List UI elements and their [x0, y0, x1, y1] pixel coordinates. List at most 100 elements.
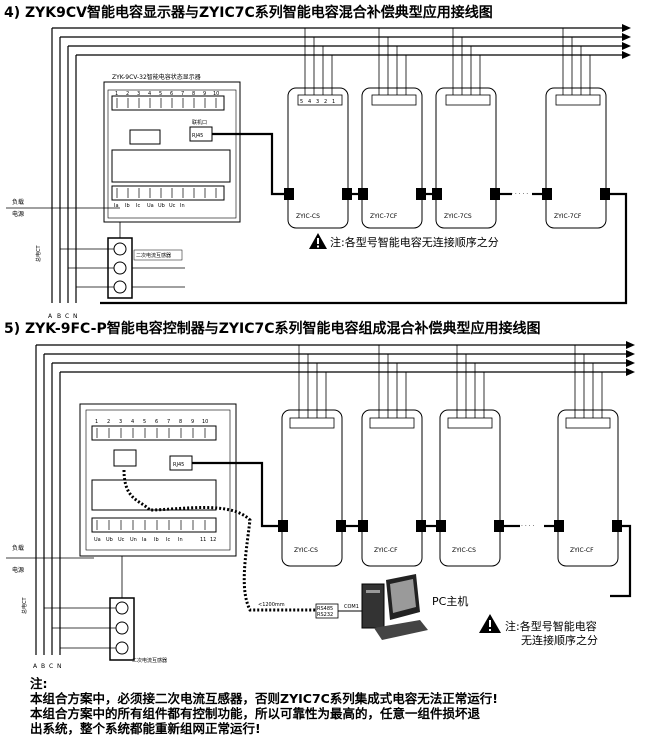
d2-term-top-9: 9 [191, 419, 194, 425]
d2-term-top-7: 7 [167, 419, 170, 425]
d1-dots: · · · · · [511, 191, 528, 198]
diagram2-title: 5) ZYK-9FC-P智能电容控制器与ZYIC7C系列智能电容组成混合补偿典型… [4, 320, 541, 337]
d1-cap2-label: ZYIC-7CF [370, 213, 398, 220]
d2-term-top-4: 4 [131, 419, 134, 425]
d2-term-bot-3: Uc [118, 537, 125, 543]
d1-phase-a: A [48, 313, 53, 320]
d2-term-bot-12: 12 [210, 537, 216, 543]
d2-cap1-label: ZYIC-CS [294, 547, 318, 554]
d2-cap-ports [278, 520, 622, 532]
d1-ct-box [60, 222, 185, 299]
d2-cap-drops [298, 345, 603, 418]
d1-term-top-7: 7 [181, 91, 184, 97]
d1-cap1-num5: 1 [332, 99, 335, 105]
d2-cap-links [192, 461, 632, 598]
d1-cap3-label: ZYIC-7CS [444, 213, 472, 220]
d2-cap2-label: ZYIC-CF [374, 547, 398, 554]
d1-phase-b: B [57, 313, 61, 320]
d2-phase-b: B [41, 663, 45, 670]
d1-term-top-1: 1 [115, 91, 118, 97]
d1-ct-label: 总电CT [35, 245, 42, 262]
serial-cable [122, 469, 316, 612]
d2-term-bot-5: Ia [142, 537, 147, 543]
d1-phase-c: C [65, 313, 69, 320]
d2-term-bot-1: Ua [94, 537, 101, 543]
d1-term-bot-4: Ua [147, 203, 154, 209]
d2-term-bot-2: Ub [106, 537, 113, 543]
d2-term-top-5: 5 [143, 419, 146, 425]
rj45-caption: 联机口 [192, 119, 207, 126]
diagram1-bus [51, 27, 622, 303]
pc-label: PC主机 [432, 594, 468, 608]
d2-term-top-6: 6 [155, 419, 158, 425]
d2-warning-icon [479, 614, 501, 633]
d1-term-bot-7: In [180, 203, 185, 209]
d2-note-line2: 无连接顺序之分 [521, 633, 598, 647]
d1-term-top-8: 8 [192, 91, 195, 97]
d2-term-top-10: 10 [202, 419, 208, 425]
d1-phase-n: N [73, 313, 78, 320]
d2-dots: · · · · [521, 523, 534, 530]
d1-term-bot-3: Ic [136, 203, 140, 209]
controller-terminals [96, 428, 206, 530]
d2-term-bot-8: In [178, 537, 183, 543]
d1-term-bot-2: Ib [125, 203, 130, 209]
d2-term-bot-4: Un [130, 537, 137, 543]
d2-phase-n: N [57, 663, 62, 670]
d2-term-bot-7: Ic [166, 537, 170, 543]
d1-term-bot-5: Ub [158, 203, 165, 209]
d2-term-top-1: 1 [95, 419, 98, 425]
d1-term-top-4: 4 [148, 91, 151, 97]
com-label: COM1 [344, 604, 359, 610]
diagram1-bus-arrows [622, 24, 631, 59]
d1-note: 注:各型号智能电容无连接顺序之分 [330, 235, 499, 249]
d2-cap4-label: ZYIC-CF [570, 547, 594, 554]
rs485-label: RS485 [317, 606, 333, 612]
d1-cap-drops [304, 28, 591, 95]
footnote-label: 注: [30, 676, 48, 691]
diagram1-title: 4) ZYK9CV智能电容显示器与ZYIC7C系列智能电容混合补偿典型应用接线图 [4, 4, 493, 21]
footnote-line3: 出系统，整个系统都能重新组网正常运行! [30, 721, 261, 736]
cable-length: <1200mm [258, 602, 285, 608]
d1-cap1-nums: 5 [300, 99, 303, 105]
footnote-line2: 本组合方案中的所有组件都有控制功能，所以可靠性为最高的，任意一组件损坏退 [30, 706, 481, 721]
d2-cap3-label: ZYIC-CS [452, 547, 476, 554]
display-unit-title: ZYK-9CV-32智能电容状态显示器 [112, 73, 201, 81]
d1-term-top-2: 2 [126, 91, 129, 97]
d1-load-label: 负载 [12, 198, 24, 206]
d2-ct-box [44, 556, 135, 661]
d1-term-top-5: 5 [159, 91, 162, 97]
d1-cap4-label: ZYIC-7CF [554, 213, 582, 220]
controller-unit [79, 403, 237, 557]
d1-capacitors [287, 87, 607, 229]
d2-term-top-3: 3 [119, 419, 122, 425]
d2-phase-c: C [49, 663, 53, 670]
d1-term-top-9: 9 [203, 91, 206, 97]
d1-cap1-num2: 4 [308, 99, 311, 105]
rs232-label: RS232 [317, 612, 333, 618]
d1-power-label: 电源 [12, 210, 24, 218]
d2-phase-a: A [33, 663, 38, 670]
d1-term-top-10: 10 [213, 91, 219, 97]
footnote-line1: 本组合方案中，必须接二次电流互感器，否则ZYIC7C系列集成式电容无法正常运行! [30, 691, 498, 706]
pc-icon [361, 574, 428, 640]
d1-warning-icon [309, 233, 327, 249]
d2-cap-terminal-blocks [289, 417, 611, 429]
d2-capacitors [281, 409, 619, 567]
display-rj45-label: RJ45 [192, 133, 203, 139]
d2-load-label: 负载 [12, 544, 24, 552]
d2-note-line1: 注:各型号智能电容 [505, 619, 597, 633]
d1-ct-box-label: 二次电流互感器 [136, 252, 171, 259]
d2-term-top-2: 2 [107, 419, 110, 425]
d1-cap1-num4: 2 [324, 99, 327, 105]
d2-ct-label: 总电CT [21, 597, 28, 614]
controller-rj45-label: RJ45 [173, 462, 184, 468]
d2-term-bot-6: Ib [154, 537, 159, 543]
diagram2-bus [35, 344, 626, 655]
d1-term-top-3: 3 [137, 91, 140, 97]
d2-term-bot-11: 11 [200, 537, 206, 543]
d1-term-top-6: 6 [170, 91, 173, 97]
display-unit: ZYK-9CV-32智能电容状态显示器 联机口 RJ45 [103, 73, 241, 223]
d1-term-bot-1: Ia [114, 203, 119, 209]
